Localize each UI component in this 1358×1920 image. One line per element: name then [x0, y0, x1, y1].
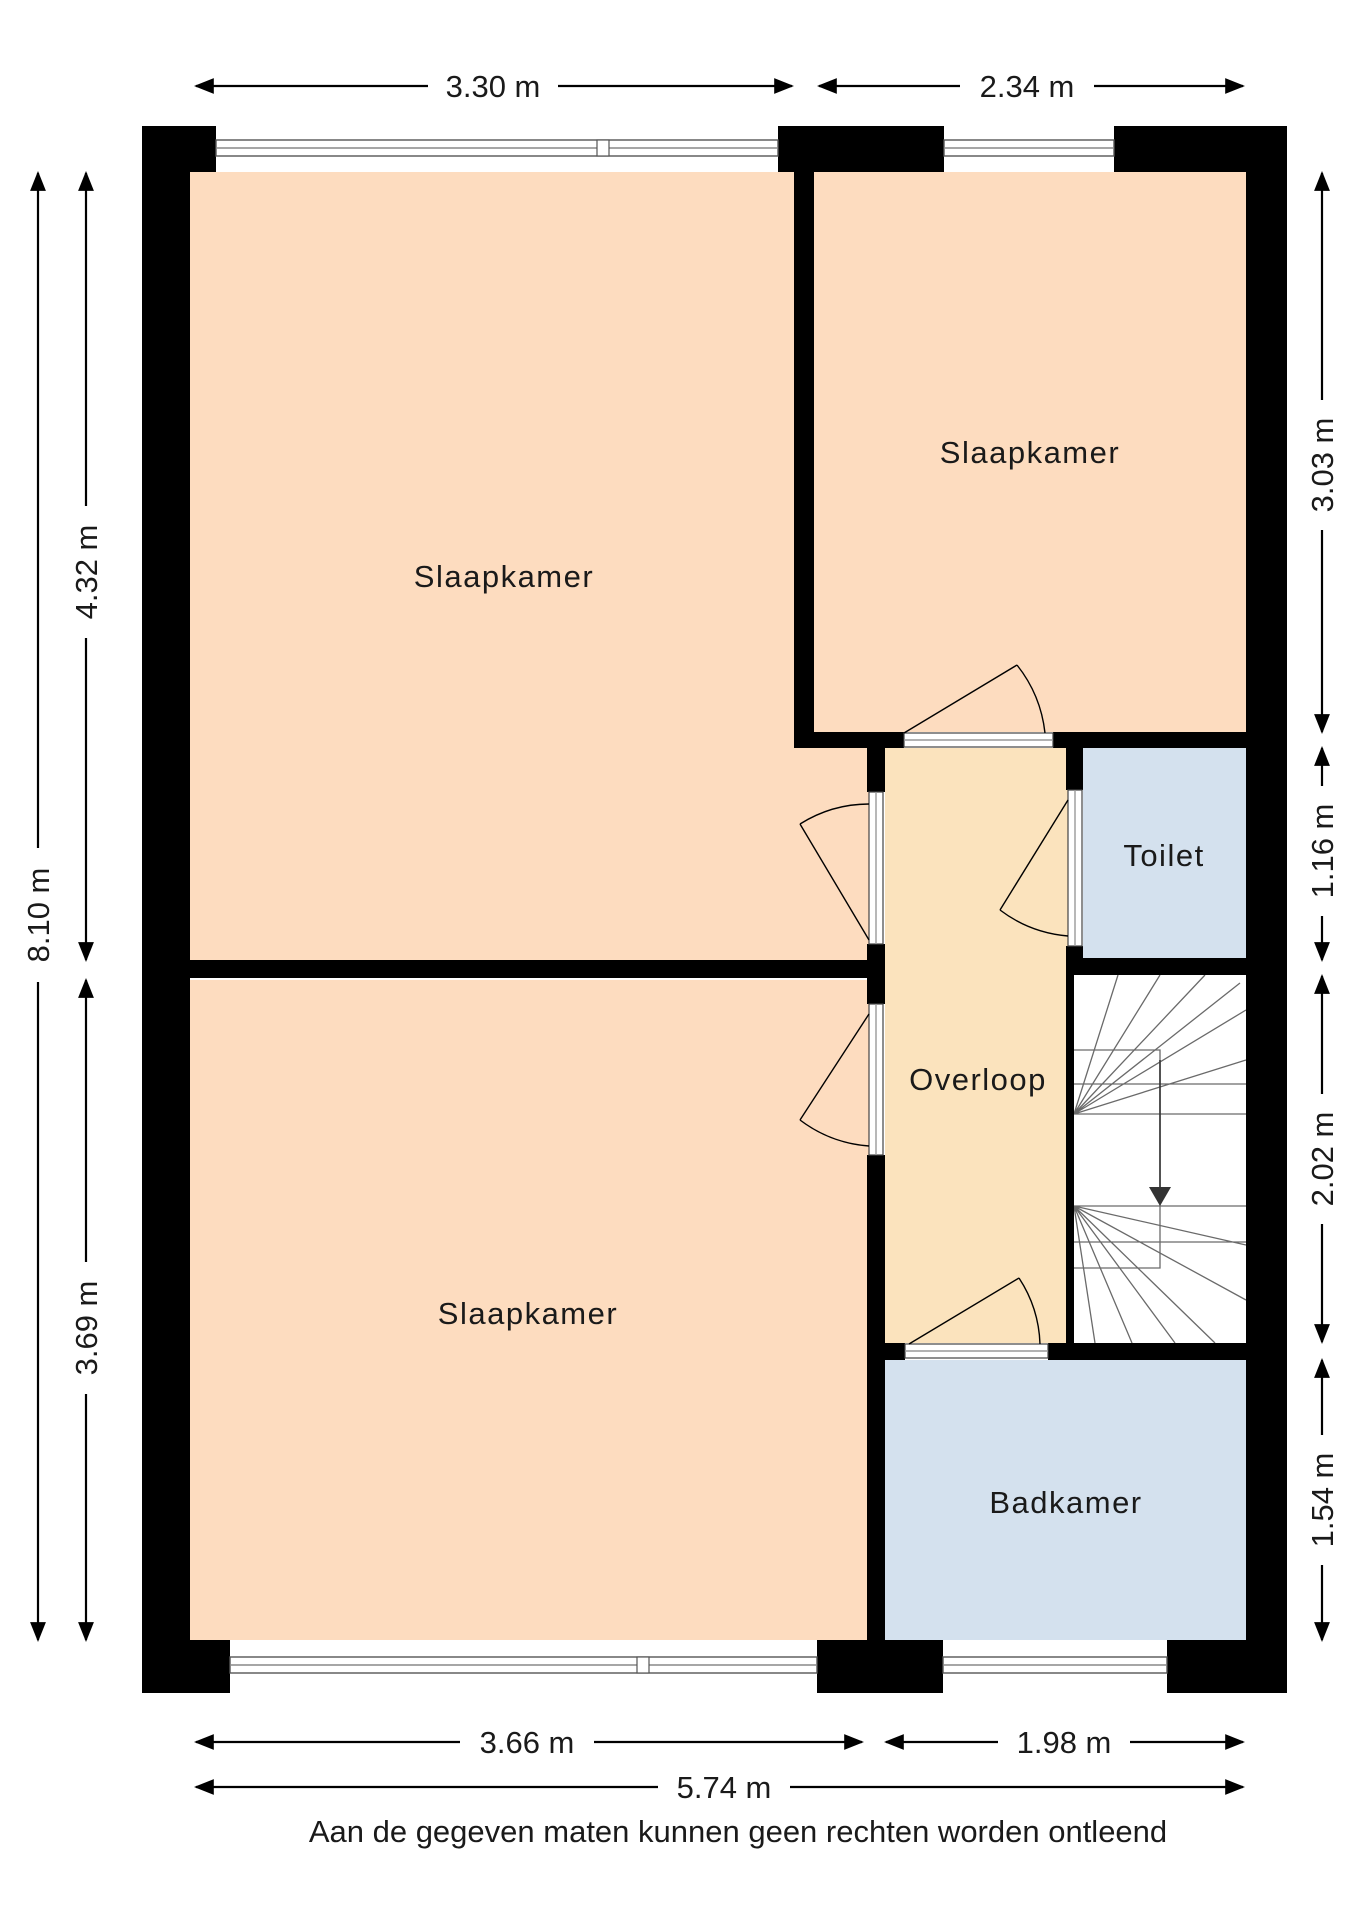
dimension-label: 3.69 m [69, 1281, 104, 1376]
room-bathroom [885, 1360, 1246, 1640]
dimension-label: 8.10 m [21, 868, 56, 963]
room-label-bedroom-large: Slaapkamer [414, 559, 594, 594]
stair-direction-arrow-icon [1149, 1187, 1171, 1206]
door-swing-icon [799, 791, 884, 945]
dimension-right-1: 3.03 m [1305, 171, 1340, 734]
window-icon [943, 139, 1115, 157]
room-bedroom-small [808, 172, 1246, 732]
dimension-label: 3.03 m [1305, 418, 1340, 513]
window-icon [215, 139, 779, 157]
door-swing-icon [999, 789, 1083, 947]
room-label-bathroom: Badkamer [989, 1485, 1142, 1520]
room-landing [885, 748, 1068, 1343]
dimension-label: 5.74 m [677, 1770, 772, 1805]
room-bedroom-large [190, 172, 870, 964]
dimension-label: 3.30 m [446, 69, 541, 104]
walls [142, 126, 1287, 1693]
dimension-top-left: 3.30 m [194, 69, 794, 104]
dimension-label: 2.34 m [980, 69, 1075, 104]
dimension-left-total: 8.10 m [21, 171, 56, 1642]
dimension-top-right: 2.34 m [817, 69, 1245, 104]
window-icon [229, 1656, 818, 1674]
door-swing-icon [799, 1003, 884, 1156]
room-bedroom-bottom [190, 980, 870, 1640]
door-swing-icon [903, 664, 1054, 748]
dimension-label: 1.54 m [1305, 1453, 1340, 1548]
dimension-bottom-total: 5.74 m [194, 1770, 1245, 1805]
room-label-bedroom-bottom: Slaapkamer [438, 1296, 618, 1331]
dimension-left-lower: 3.69 m [69, 978, 104, 1642]
dimension-bottom-left: 3.66 m [194, 1725, 864, 1760]
dimension-label: 1.98 m [1017, 1725, 1112, 1760]
dimension-left-upper: 4.32 m [69, 171, 104, 962]
dimension-label: 2.02 m [1305, 1112, 1340, 1207]
room-label-bedroom-small: Slaapkamer [940, 435, 1120, 470]
door-swing-icon [904, 1277, 1049, 1359]
dimension-label: 1.16 m [1305, 804, 1340, 899]
room-label-toilet: Toilet [1123, 838, 1204, 873]
dimension-right-3: 2.02 m [1305, 974, 1340, 1344]
staircase [1073, 974, 1247, 1344]
room-label-landing: Overloop [909, 1062, 1047, 1097]
room-toilet [1083, 748, 1246, 961]
dimension-right-4: 1.54 m [1305, 1358, 1340, 1642]
window-icon [942, 1656, 1168, 1674]
dimension-right-2: 1.16 m [1305, 746, 1340, 962]
dimension-label: 4.32 m [69, 525, 104, 620]
disclaimer-text: Aan de gegeven maten kunnen geen rechten… [309, 1814, 1167, 1849]
dimension-label: 3.66 m [480, 1725, 575, 1760]
dimension-bottom-right: 1.98 m [884, 1725, 1245, 1760]
